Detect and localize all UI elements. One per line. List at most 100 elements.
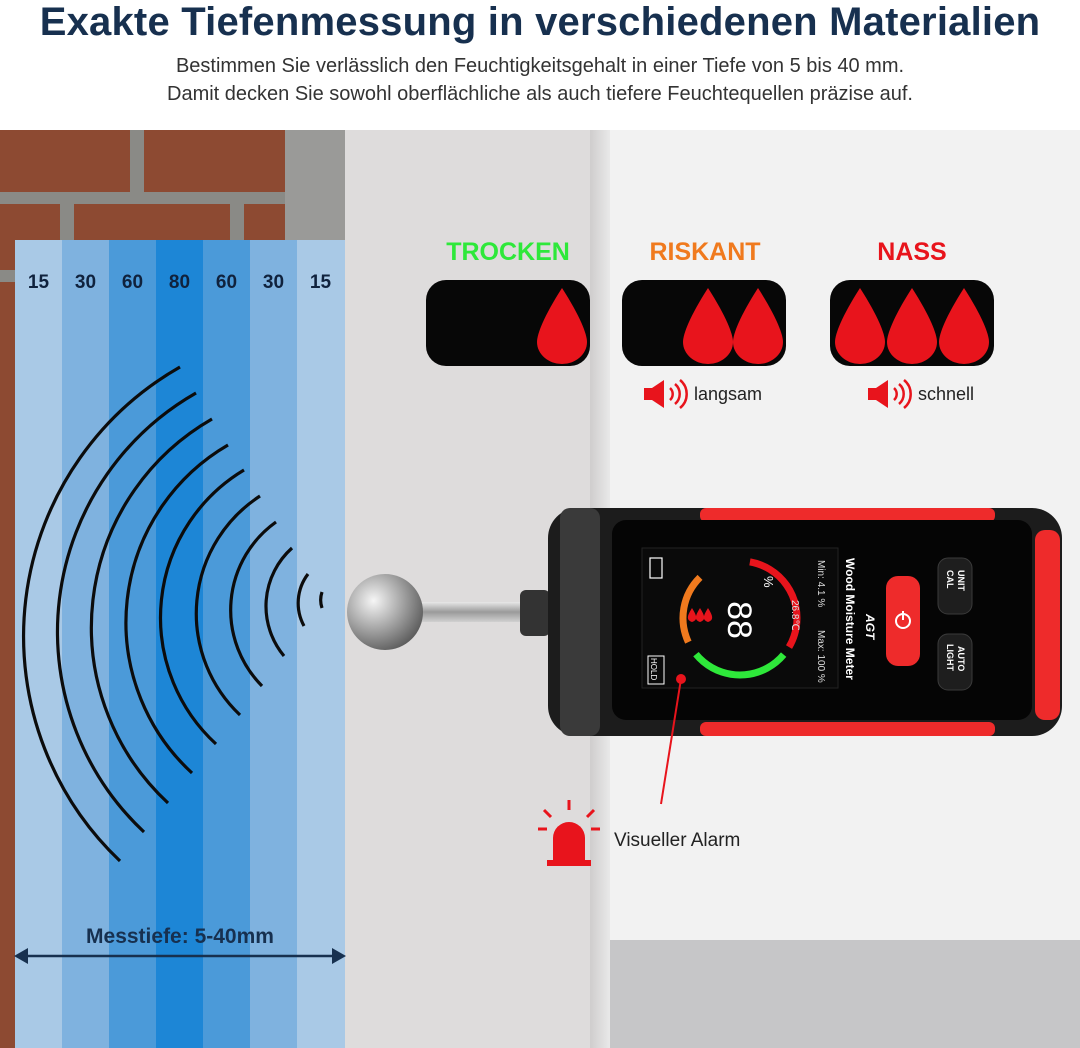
device-red-end — [1035, 530, 1060, 720]
depth-label: Messtiefe: 5-40mm — [86, 925, 274, 948]
device-red-trim-top — [700, 508, 995, 522]
drop-icon — [939, 288, 989, 364]
brand-logo-text: AGT — [863, 613, 877, 641]
device-unit-group: % — [761, 576, 776, 588]
device-temperature: 26.8℃ — [789, 600, 800, 631]
drop-icon — [537, 288, 587, 364]
device-min: Min: 4.1 % — [815, 560, 826, 607]
depth-band: 15 — [297, 240, 345, 1048]
speaker-icon — [868, 379, 912, 409]
device-name-group: Wood Moisture Meter — [843, 558, 857, 680]
moisture-meter-device: 88 % 26.8℃ Min: 4.1 % Max: 100 % Wood Mo… — [347, 508, 1062, 736]
mortar — [130, 130, 144, 200]
depth-arrow — [14, 948, 346, 964]
signal-wave — [296, 573, 310, 627]
device-temp-group: 26.8℃ — [789, 600, 800, 631]
gauge-arc-orange — [679, 557, 801, 679]
level-panel-trocken — [426, 280, 590, 366]
level-label-riskant: RISKANT — [649, 238, 761, 266]
depth-band-label: 80 — [168, 272, 191, 293]
hold-label-group: HOLD — [649, 658, 658, 680]
sound-indicator-langsam: langsam — [642, 378, 762, 410]
drop-icon — [695, 608, 705, 622]
subtitle-line-2: Damit decken Sie sowohl oberflächliche a… — [167, 83, 913, 105]
signal-waves — [22, 365, 324, 863]
cal-unit-button[interactable] — [937, 557, 973, 615]
device-unit: % — [761, 576, 776, 588]
header: Exakte Tiefenmessung in verschiedenen Ma… — [0, 0, 1080, 130]
unit-label: UNIT — [956, 570, 966, 591]
device-max: Max: 100 % — [815, 630, 826, 683]
depth-band-label: 30 — [74, 272, 97, 293]
level-panel-nass — [830, 280, 994, 366]
drop-icon — [733, 288, 783, 364]
sound-label: langsam — [694, 383, 763, 404]
device-reading: 88 — [720, 601, 758, 639]
brand-logo: AGT — [863, 613, 877, 641]
drop-icon — [887, 288, 937, 364]
level-panel-riskant — [622, 280, 786, 366]
light-label: LIGHT — [945, 644, 955, 671]
depth-bands: 15 30 60 80 60 30 15 — [15, 240, 345, 1048]
drop-icons — [835, 288, 989, 364]
signal-wave — [194, 494, 261, 717]
subtitle-line-1: Bestimmen Sie verlässlich den Feuchtigke… — [175, 55, 905, 77]
signal-wave — [55, 391, 197, 834]
level-label-nass: NASS — [877, 238, 947, 266]
light-label-group: LIGHT — [945, 644, 955, 671]
depth-band-label: 15 — [27, 272, 50, 293]
visual-alarm-pointer — [660, 674, 686, 805]
signal-wave — [229, 520, 277, 688]
signal-wave — [264, 546, 294, 658]
drop-icon — [703, 608, 713, 622]
sound-indicator-schnell: schnell — [866, 378, 974, 410]
sound-label: schnell — [918, 383, 975, 404]
drop-icon — [683, 288, 733, 364]
drop-icon — [687, 608, 697, 622]
depth-band: 30 — [62, 240, 109, 1048]
scene: 15 30 60 80 60 30 15 — [0, 130, 1080, 1048]
visual-alarm-label: Visueller Alarm — [614, 830, 741, 851]
depth-band: 30 — [250, 240, 297, 1048]
depth-band-label: 60 — [121, 272, 144, 293]
alarm-icon — [538, 800, 600, 866]
battery-icon — [649, 557, 663, 579]
floor — [610, 940, 1080, 1048]
hold-label: HOLD — [649, 658, 658, 680]
speaker-icon — [644, 379, 688, 409]
probe-ball — [347, 574, 423, 650]
light-auto-button[interactable] — [937, 633, 973, 691]
power-button[interactable] — [886, 576, 920, 666]
signal-wave — [89, 417, 213, 805]
gauge-arc-green — [679, 557, 801, 679]
cal-label: CAL — [945, 570, 955, 589]
device-screen — [641, 547, 839, 689]
page-title: Exakte Tiefenmessung in verschiedenen Ma… — [39, 0, 1041, 44]
probe-collar — [520, 590, 550, 636]
alarm-pointer-line — [660, 678, 682, 805]
depth-band-label: 15 — [309, 272, 332, 293]
auto-label: AUTO — [956, 646, 966, 671]
page-subtitle: Bestimmen Sie verlässlich den Feuchtigke… — [0, 52, 1080, 108]
signal-wave — [158, 468, 245, 746]
depth-band: 60 — [109, 240, 156, 1048]
hold-indicator — [647, 655, 665, 685]
drop-icon — [835, 288, 885, 364]
device-red-trim-bottom — [700, 722, 995, 736]
cal-label-group: CAL — [945, 570, 955, 589]
unit-label-group: UNIT — [956, 570, 966, 591]
drop-icons — [537, 288, 587, 364]
signal-wave — [124, 443, 229, 775]
measurement-graphics: 88 % 26.8℃ Min: 4.1 % Max: 100 % Wood Mo… — [14, 365, 1062, 964]
level-label-trocken: TROCKEN — [446, 238, 570, 266]
auto-label-group: AUTO — [956, 646, 966, 671]
device-min-group: Min: 4.1 % — [815, 560, 826, 607]
device-grip — [560, 508, 600, 736]
depth-band: 60 — [203, 240, 250, 1048]
probe-shaft — [420, 602, 530, 622]
device-max-group: Max: 100 % — [815, 630, 826, 683]
signal-wave — [22, 365, 181, 863]
gauge-arc-red — [679, 557, 801, 679]
device-name: Wood Moisture Meter — [843, 558, 857, 680]
drop-icons — [683, 288, 783, 364]
